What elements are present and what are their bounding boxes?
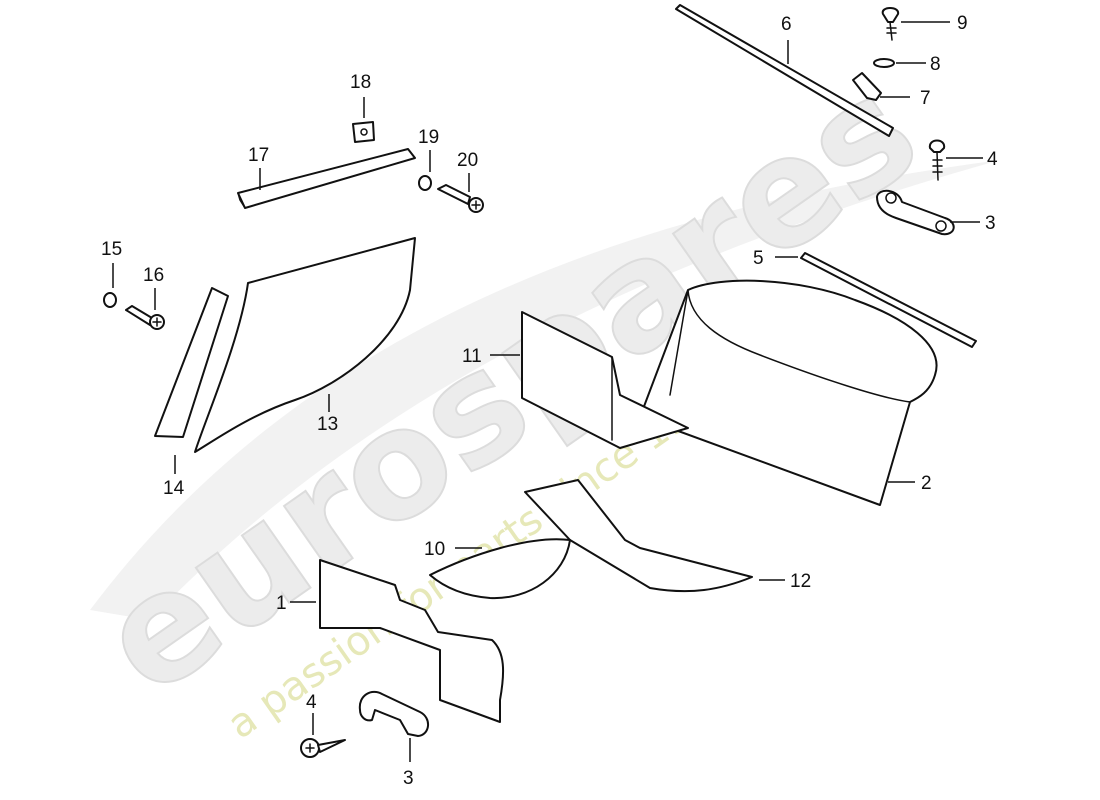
part-3-handle-upper [876, 189, 955, 236]
part-8-washer [873, 58, 895, 68]
callout-3-upper: 3 [985, 213, 996, 234]
part-7-clip [852, 72, 882, 101]
part-4-screw-upper [928, 139, 946, 181]
callout-8: 8 [930, 54, 941, 75]
callout-18: 18 [350, 72, 371, 93]
callout-20: 20 [457, 150, 478, 171]
callout-labels: 6 9 8 7 4 3 5 2 11 12 10 1 13 14 17 18 1… [101, 13, 998, 789]
part-20-screw [437, 184, 484, 213]
callout-17: 17 [248, 145, 269, 166]
callout-16: 16 [143, 265, 164, 286]
part-4-screw-lower [300, 738, 346, 758]
part-10-mat [429, 538, 571, 600]
leader-lines [112, 21, 983, 762]
callout-4-upper: 4 [987, 149, 998, 170]
callout-7: 7 [920, 88, 931, 109]
callout-11: 11 [462, 346, 482, 367]
callout-14: 14 [163, 478, 185, 499]
callout-15: 15 [101, 239, 122, 260]
callout-1: 1 [276, 593, 287, 614]
callout-4-lower: 4 [306, 692, 317, 713]
part-2-panel [639, 279, 938, 506]
callout-3-lower: 3 [403, 768, 414, 789]
callout-12: 12 [790, 571, 811, 592]
part-17-rail [237, 148, 416, 209]
part-1-panel [319, 559, 505, 723]
callout-13: 13 [317, 414, 338, 435]
part-15-washer [103, 292, 117, 308]
part-14-strip [154, 287, 229, 438]
part-13-side-panel [194, 237, 416, 453]
part-12-mat [524, 479, 753, 593]
part-5-rod [800, 252, 977, 348]
watermark-swoosh [90, 160, 1000, 620]
callout-5: 5 [753, 248, 764, 269]
part-3-handle-lower [358, 690, 429, 737]
part-6-trim-strip [675, 4, 894, 137]
callout-9: 9 [957, 13, 968, 34]
part-9-screw [881, 7, 900, 41]
part-11-panel [521, 311, 689, 449]
callout-10: 10 [424, 539, 445, 560]
callout-2: 2 [921, 473, 932, 494]
callout-19: 19 [418, 127, 439, 148]
part-19-washer [418, 175, 432, 191]
part-18-clip [352, 121, 375, 143]
part-16-screw [125, 305, 165, 330]
callout-6: 6 [781, 14, 792, 35]
